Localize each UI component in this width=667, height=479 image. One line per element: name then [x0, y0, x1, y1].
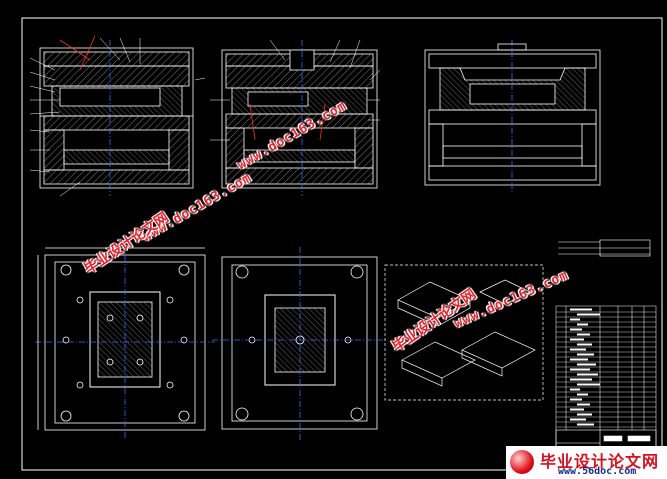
product-isometric-views	[384, 264, 544, 401]
sheet-border	[21, 17, 663, 471]
technical-notes-block	[558, 239, 651, 257]
section-view-middle	[221, 40, 378, 196]
logo-title: 毕业设计论文网	[540, 452, 660, 471]
plan-view-moving-half	[35, 245, 215, 440]
globe-icon	[510, 450, 534, 474]
leader-lines-left	[29, 37, 206, 197]
parts-list-rows	[556, 308, 656, 428]
leader-lines-middle	[210, 39, 381, 141]
logo-url: www.56doc.com	[558, 466, 637, 477]
site-logo[interactable]: 毕业设计论文网 www.56doc.com	[506, 446, 667, 479]
side-view-right	[424, 40, 601, 192]
plan-view-fixed-half	[212, 247, 388, 440]
section-view-left	[39, 35, 194, 196]
